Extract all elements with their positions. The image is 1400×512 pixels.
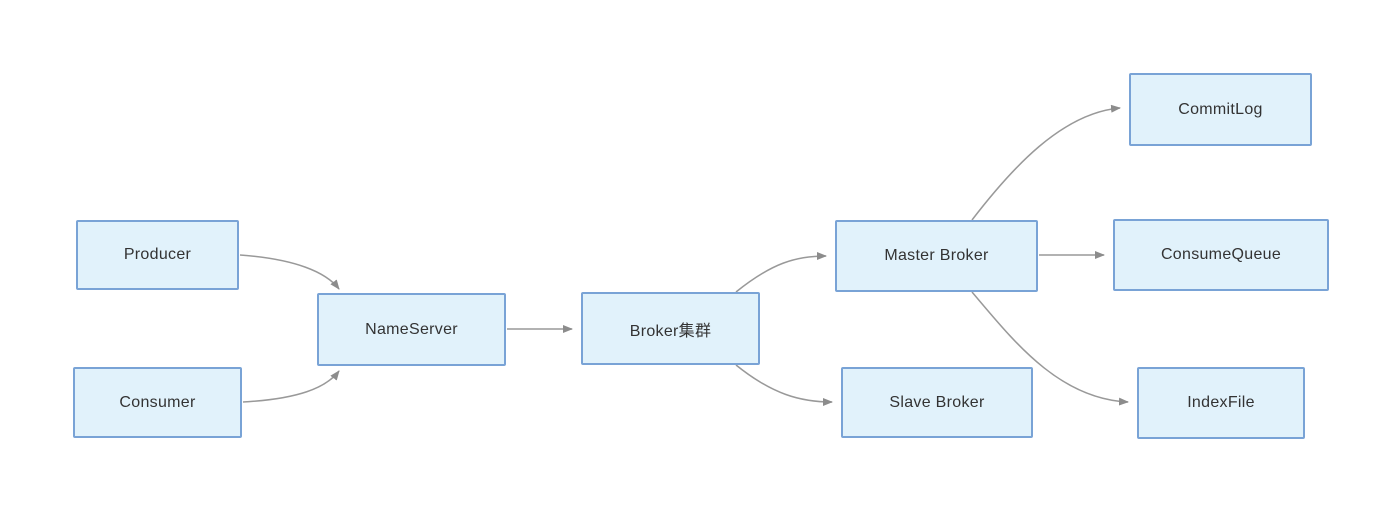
edge-broker-cluster-master-broker [735,252,827,293]
node-broker-cluster-label: Broker集群 [629,322,712,340]
edge-producer-nameserver [239,254,340,290]
node-consumequeue-label: ConsumeQueue [1160,246,1282,263]
node-broker-cluster: Broker集群 [581,292,760,365]
edge-broker-cluster-slave-broker [735,364,833,406]
node-indexfile-label: IndexFile [1187,394,1255,411]
node-commitlog: CommitLog [1129,73,1312,146]
node-slave-broker-label: Slave Broker [889,393,985,411]
node-nameserver-label: NameServer [365,320,458,338]
node-consumequeue: ConsumeQueue [1113,219,1329,291]
node-consumer-label: Consumer [119,393,196,411]
node-master-broker: Master Broker [835,220,1038,292]
node-producer-label: Producer [123,246,192,263]
edge-master-broker-commitlog [971,104,1121,221]
node-nameserver: NameServer [317,293,506,366]
node-consumer: Consumer [73,367,242,438]
edge-consumer-nameserver [242,370,340,403]
node-master-broker-label: Master Broker [884,247,989,264]
node-commitlog-label: CommitLog [1178,100,1263,118]
node-indexfile: IndexFile [1137,367,1305,439]
node-producer: Producer [76,220,239,290]
node-slave-broker: Slave Broker [841,367,1033,438]
